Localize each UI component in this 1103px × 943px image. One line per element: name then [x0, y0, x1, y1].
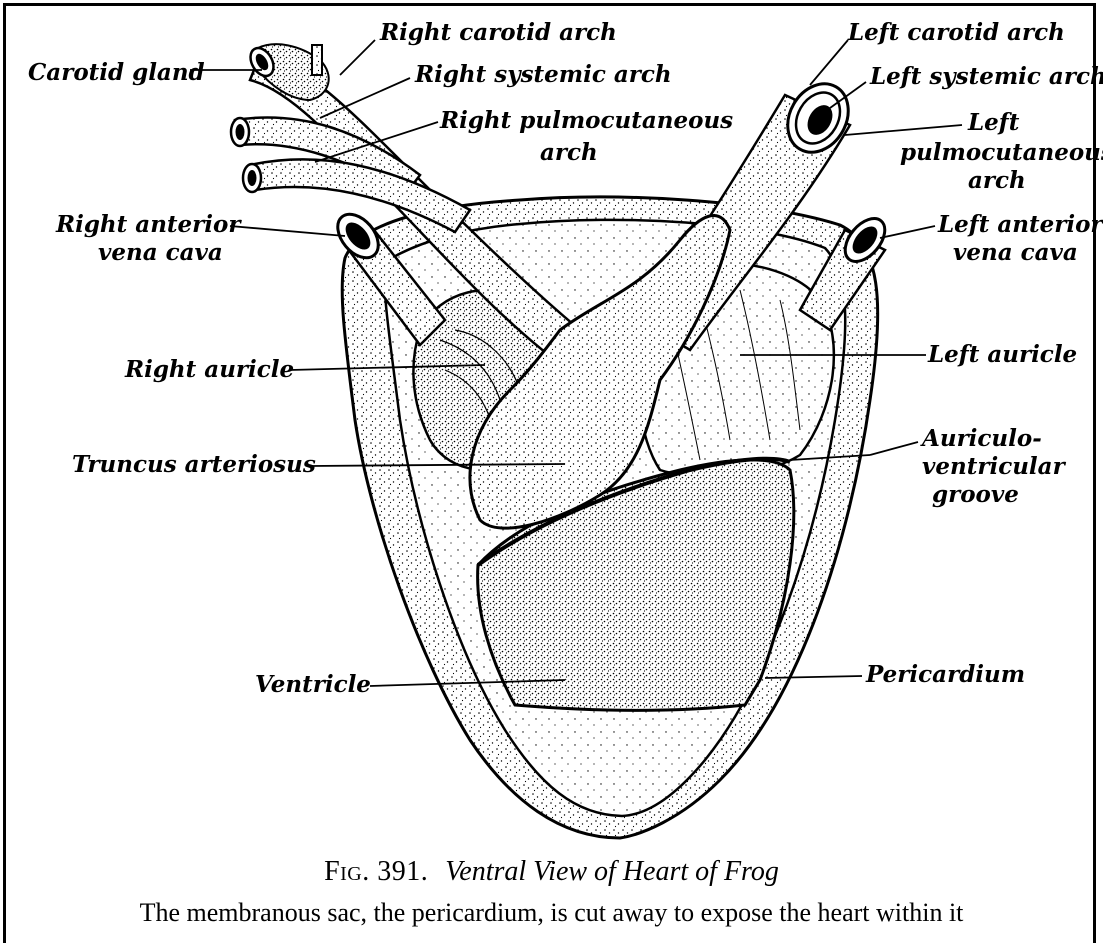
label-auriculo-ventricular-2: ventricular — [922, 453, 1067, 480]
label-right-carotid-arch: Right carotid arch — [379, 19, 617, 46]
label-ventricle: Ventricle — [255, 671, 371, 698]
label-left-systemic-arch: Left systemic arch — [869, 63, 1103, 90]
label-left-pulmocutaneous-1: Left — [967, 109, 1020, 136]
label-auriculo-ventricular-1: Auriculo- — [920, 425, 1042, 452]
label-auriculo-ventricular-3: groove — [932, 481, 1019, 508]
label-left-carotid-arch: Left carotid arch — [847, 19, 1065, 46]
label-carotid-gland: Carotid gland — [28, 59, 205, 86]
figure-caption-title: Fig. 391. Ventral View of Heart of Frog — [0, 856, 1103, 888]
label-left-anterior-vena-cava-1: Left anterior — [937, 211, 1103, 238]
figure-caption-description: The membranous sac, the pericardium, is … — [0, 898, 1103, 928]
label-right-anterior-vena-cava-2: vena cava — [98, 239, 223, 266]
figure-title: Ventral View of Heart of Frog — [445, 856, 779, 887]
label-right-systemic-arch: Right systemic arch — [414, 61, 672, 88]
label-truncus-arteriosus: Truncus arteriosus — [72, 451, 316, 478]
label-right-anterior-vena-cava-1: Right anterior — [55, 211, 242, 238]
label-right-pulmocutaneous-2: arch — [540, 139, 598, 166]
label-left-pulmocutaneous-3: arch — [968, 167, 1026, 194]
label-right-pulmocutaneous-1: Right pulmocutaneous — [439, 107, 733, 134]
label-right-auricle: Right auricle — [124, 356, 294, 383]
figure-number: Fig. 391. — [324, 856, 428, 887]
frog-heart-diagram: Carotid gland Right carotid arch Right s… — [0, 0, 1103, 850]
label-left-pulmocutaneous-2: pulmocutaneous — [900, 139, 1103, 166]
label-left-anterior-vena-cava-2: vena cava — [953, 239, 1078, 266]
label-left-auricle: Left auricle — [927, 341, 1077, 368]
label-pericardium: Pericardium — [865, 661, 1025, 688]
